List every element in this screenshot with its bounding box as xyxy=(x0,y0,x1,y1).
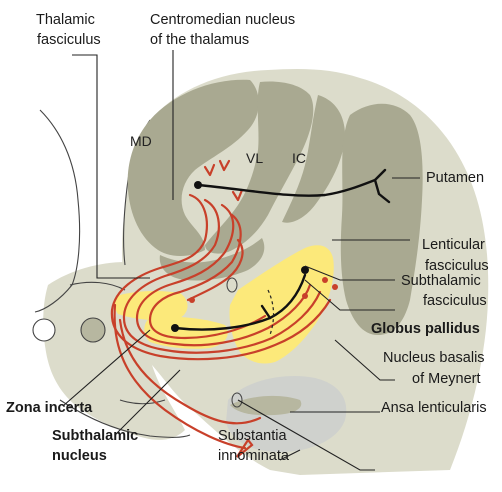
label-lenticular-2: fasciculus xyxy=(425,258,489,274)
label-subthalamic-nucleus-2: nucleus xyxy=(52,448,107,464)
label-substantia-innominata-2: innominata xyxy=(218,448,290,464)
region-label-ic: IC xyxy=(292,150,306,166)
label-nucleus-basalis-2: of Meynert xyxy=(412,371,481,387)
label-thalamic-fasciculus-2: fasciculus xyxy=(37,32,101,48)
label-subthalamic-nucleus-1: Subthalamic xyxy=(52,428,138,444)
region-label-vl: VL xyxy=(246,150,263,166)
small-structure-2 xyxy=(81,318,105,342)
label-lenticular-1: Lenticular xyxy=(422,237,485,253)
label-globus-pallidus: Globus pallidus xyxy=(371,321,480,337)
label-subthalamic-fasciculus-2: fasciculus xyxy=(423,293,487,309)
label-substantia-innominata-1: Substantia xyxy=(218,428,287,444)
label-subthalamic-fasciculus-1: Subthalamic xyxy=(401,273,481,289)
label-zona-incerta: Zona incerta xyxy=(6,400,93,416)
label-centromedian-1: Centromedian nucleus xyxy=(150,12,295,28)
small-structure-1 xyxy=(33,319,55,341)
region-label-md: MD xyxy=(130,133,152,149)
label-centromedian-2: of the thalamus xyxy=(150,32,249,48)
label-putamen: Putamen xyxy=(426,170,484,186)
label-thalamic-fasciculus-1: Thalamic xyxy=(36,12,95,28)
label-ansa-lenticularis: Ansa lenticularis xyxy=(381,400,487,416)
label-nucleus-basalis-1: Nucleus basalis xyxy=(383,350,485,366)
